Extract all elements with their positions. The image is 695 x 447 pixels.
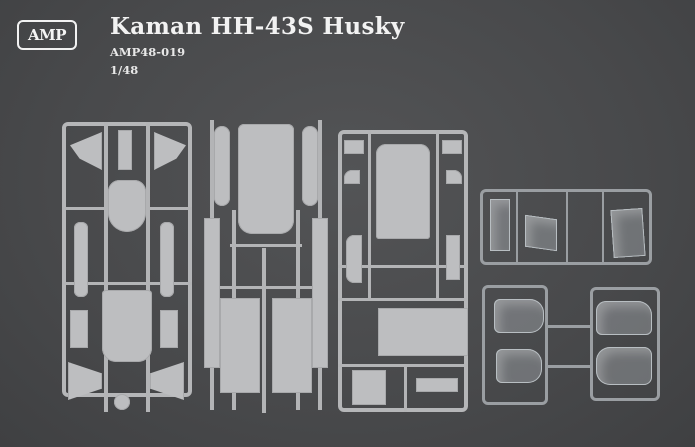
kit-title: Kaman HH-43S Husky bbox=[110, 13, 405, 40]
amp-logo: AMP bbox=[17, 20, 77, 50]
sprue-b bbox=[202, 118, 330, 418]
sprue-c bbox=[338, 130, 468, 412]
kit-scale: 1/48 bbox=[110, 63, 139, 77]
product-code: AMP48-019 bbox=[110, 45, 186, 59]
logo-text: AMP bbox=[27, 26, 67, 44]
sprue-e bbox=[482, 285, 660, 407]
sprue-a bbox=[62, 122, 192, 412]
sprue-d bbox=[480, 189, 652, 267]
